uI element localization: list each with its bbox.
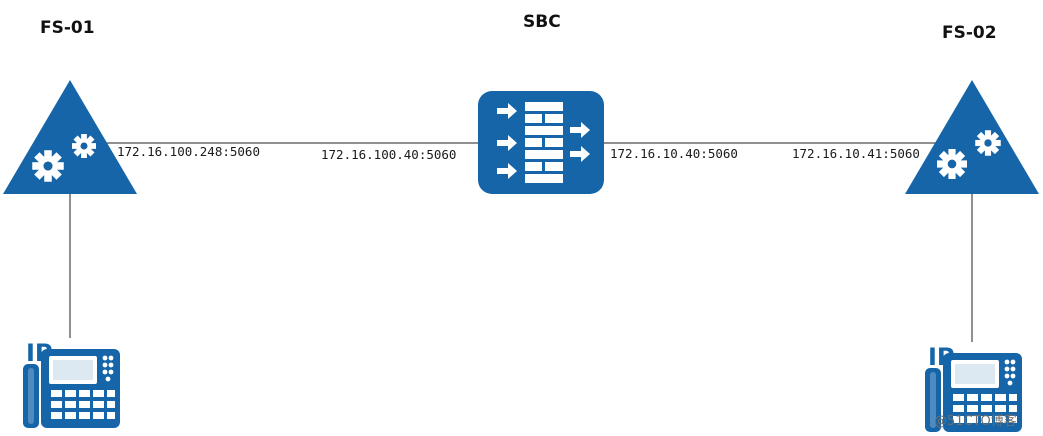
server-gear-icon [3,80,137,194]
server-gear-icon [905,80,1039,194]
fs01-node: FS-01 [3,18,137,194]
fs02-label: FS-02 [942,23,997,43]
firewall-icon [478,91,604,194]
sbc-outer-address: 172.16.10.40:5060 [610,146,738,161]
fs02-address: 172.16.10.41:5060 [792,146,920,161]
ip-phone-icon: IP [23,339,120,428]
fs02-node: FS-02 [905,23,1039,194]
sbc-inner-address: 172.16.100.40:5060 [321,147,456,162]
ip-phone-icon: IP [925,343,1022,432]
fs01-address: 172.16.100.248:5060 [117,144,260,159]
fs01-label: FS-01 [40,18,95,38]
address-labels: 172.16.100.248:5060 172.16.100.40:5060 1… [117,144,920,162]
links [69,142,973,342]
watermark-text: @51CTO博客 [934,413,1017,429]
sbc-label: SBC [523,12,561,32]
sbc-node: SBC [478,12,604,194]
